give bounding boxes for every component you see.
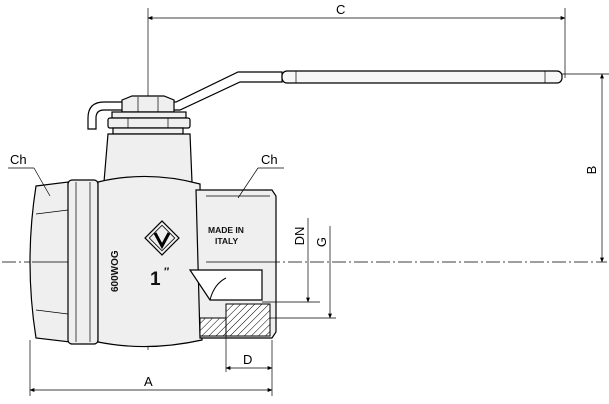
dimension-g-label: G	[314, 237, 329, 247]
ch-right-label: Ch	[261, 152, 278, 167]
valve-handle-lever	[87, 70, 563, 130]
valve-logo-icon	[144, 220, 180, 256]
valve-body	[97, 175, 203, 348]
ch-right-callout: Ch	[237, 152, 284, 199]
dimension-g: G	[270, 226, 336, 319]
right-threaded-end	[188, 189, 277, 339]
dimension-a-label: A	[144, 374, 153, 389]
stem-nut	[107, 95, 191, 135]
ch-left-label: Ch	[10, 152, 27, 167]
dimension-c-label: C	[336, 2, 345, 17]
dimension-b: B	[560, 73, 609, 263]
made-in-marking: MADE IN	[208, 225, 244, 235]
section-hatch	[225, 303, 271, 337]
country-marking: ITALY	[215, 236, 238, 246]
size-marking: 1	[150, 269, 161, 290]
dimension-dn: DN	[262, 218, 320, 303]
left-hex-end	[29, 179, 99, 345]
size-inch-mark: ″	[164, 266, 170, 278]
dimension-a: A	[29, 340, 273, 396]
ch-left-callout: Ch	[8, 152, 51, 197]
dimension-b-label: B	[584, 166, 599, 175]
dimension-dn-label: DN	[292, 227, 307, 246]
dimension-d-label: D	[243, 352, 252, 367]
stem-neck	[103, 133, 193, 183]
dimension-d: D	[225, 336, 273, 396]
pressure-rating-marking: 600WOG	[110, 250, 121, 292]
